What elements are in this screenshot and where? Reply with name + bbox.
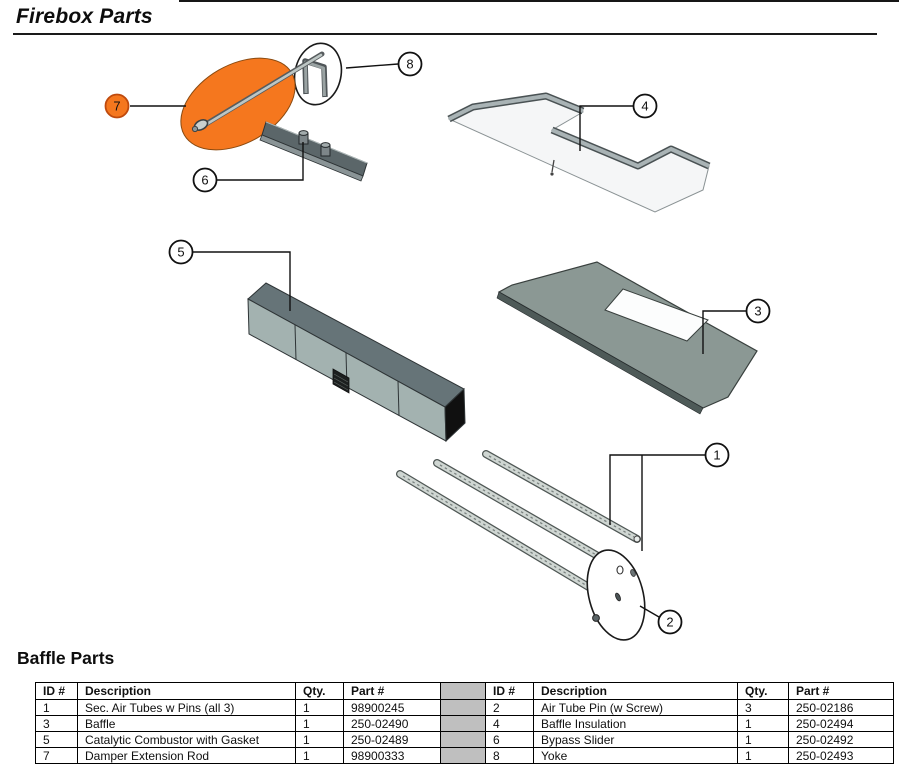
table-row: 5 Catalytic Combustor with Gasket 1 250-…: [35, 731, 894, 748]
table-spacer-cell: [440, 682, 486, 700]
cell-part: 250-02490: [343, 715, 441, 732]
bypass-slider-drawing: [259, 121, 368, 182]
col-header-description: Description: [77, 682, 296, 700]
cell-qty: 1: [295, 747, 344, 764]
catalytic-combustor-drawing: [247, 282, 466, 443]
callout-3: 3: [745, 298, 771, 324]
baffle-drawing: [496, 261, 758, 415]
svg-text:1: 1: [713, 448, 720, 463]
col-header-part: Part #: [343, 682, 441, 700]
yoke-bracket-drawing: [293, 42, 343, 106]
callout-5-leader: [193, 251, 291, 311]
col-header-part: Part #: [788, 682, 894, 700]
table-row: 3 Baffle 1 250-02490 4 Baffle Insulation…: [35, 715, 894, 732]
callout-2-leader: [639, 605, 660, 618]
cell-qty: 3: [737, 699, 789, 716]
cell-part: 98900333: [343, 747, 441, 764]
cell-description: Damper Extension Rod: [77, 747, 296, 764]
cell-part: 98900245: [343, 699, 441, 716]
cell-qty: 1: [737, 715, 789, 732]
section-title: Baffle Parts: [17, 648, 115, 668]
svg-text:8: 8: [406, 57, 413, 72]
cell-part: 250-02493: [788, 747, 894, 764]
cell-qty: 1: [737, 747, 789, 764]
col-header-qty: Qty.: [737, 682, 789, 700]
callout-8-leader: [345, 63, 399, 69]
cell-description: Sec. Air Tubes w Pins (all 3): [77, 699, 296, 716]
cell-qty: 1: [295, 731, 344, 748]
baffle-insulation-drawing: [447, 92, 711, 213]
cell-id: 1: [35, 699, 78, 716]
page-title: Firebox Parts: [16, 5, 153, 28]
air-tubes-drawing: [396, 450, 641, 596]
cell-qty: 1: [295, 699, 344, 716]
cell-description: Baffle Insulation: [533, 715, 738, 732]
title-rule: [13, 33, 877, 35]
callout-6: 6: [192, 167, 218, 193]
cell-qty: 1: [295, 715, 344, 732]
page-edge-bar: [179, 0, 899, 2]
callout-3-leader: [702, 310, 746, 354]
yoke-plate-drawing: [586, 549, 646, 641]
table-spacer-cell: [440, 747, 486, 764]
cell-id: 3: [35, 715, 78, 732]
svg-text:3: 3: [754, 304, 761, 319]
table-spacer-cell: [440, 699, 486, 716]
callout-4: 4: [632, 93, 658, 119]
cell-id: 4: [485, 715, 534, 732]
col-header-qty: Qty.: [295, 682, 344, 700]
cell-part: 250-02492: [788, 731, 894, 748]
svg-text:5: 5: [177, 245, 184, 260]
table-spacer-cell: [440, 731, 486, 748]
cell-id: 8: [485, 747, 534, 764]
col-header-id: ID #: [35, 682, 78, 700]
callout-2: 2: [657, 609, 683, 635]
table-row: 1 Sec. Air Tubes w Pins (all 3) 1 989002…: [35, 699, 894, 716]
cell-description: Yoke: [533, 747, 738, 764]
cell-id: 2: [485, 699, 534, 716]
cell-description: Catalytic Combustor with Gasket: [77, 731, 296, 748]
callout-7: 7: [104, 93, 130, 119]
svg-text:4: 4: [641, 99, 648, 114]
callout-6-leader: [217, 142, 304, 181]
col-header-id: ID #: [485, 682, 534, 700]
cell-part: 250-02494: [788, 715, 894, 732]
table-spacer-cell: [440, 715, 486, 732]
cell-id: 7: [35, 747, 78, 764]
cell-description: Baffle: [77, 715, 296, 732]
cell-part: 250-02186: [788, 699, 894, 716]
cell-qty: 1: [737, 731, 789, 748]
cell-description: Air Tube Pin (w Screw): [533, 699, 738, 716]
firebox-parts-diagram: 1 2 3 4 5 6 7 8: [104, 42, 771, 641]
callout-1-leader: [609, 454, 706, 551]
svg-text:2: 2: [666, 615, 673, 630]
svg-text:7: 7: [113, 99, 120, 114]
callout-8: 8: [397, 51, 423, 77]
col-header-description: Description: [533, 682, 738, 700]
callout-4-leader: [579, 105, 633, 151]
table-header-row: ID # Description Qty. Part # ID # Descri…: [35, 682, 894, 700]
callout-1: 1: [704, 442, 730, 468]
cell-part: 250-02489: [343, 731, 441, 748]
table-row: 7 Damper Extension Rod 1 98900333 8 Yoke…: [35, 747, 894, 764]
parts-table: ID # Description Qty. Part # ID # Descri…: [35, 682, 894, 764]
cell-description: Bypass Slider: [533, 731, 738, 748]
cell-id: 5: [35, 731, 78, 748]
svg-text:6: 6: [201, 173, 208, 188]
cell-id: 6: [485, 731, 534, 748]
callout-5: 5: [168, 239, 194, 265]
